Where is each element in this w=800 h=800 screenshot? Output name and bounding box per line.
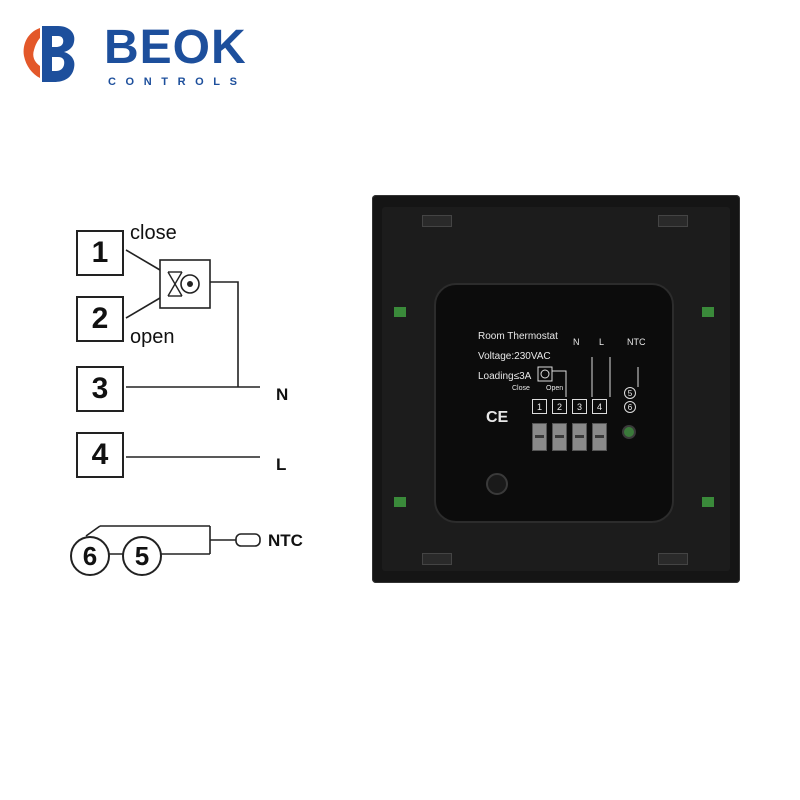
sensor-connector — [622, 425, 636, 439]
ntc-probe-icon — [235, 533, 261, 547]
module-label-open: Open — [546, 385, 564, 392]
terminal-box-1: 1 — [76, 230, 124, 276]
wiring-lines — [85, 249, 261, 555]
sensor-pin-6: 6 — [70, 536, 110, 576]
module-label-l: L — [599, 337, 605, 347]
mounting-clip — [422, 553, 452, 565]
beok-logo-icon — [23, 26, 75, 82]
terminal-module: Room Thermostat Voltage:230VAC Loading≤3… — [434, 283, 674, 523]
mounting-clip — [658, 553, 688, 565]
module-terminal-2: 2 — [552, 399, 567, 414]
module-sensor-pin-6: 6 — [624, 401, 636, 413]
module-label-close: Close — [512, 385, 530, 392]
valve-actuator-icon — [159, 259, 211, 309]
ce-mark: CE — [486, 409, 509, 426]
terminal-screw — [552, 423, 567, 451]
terminal-box-4: 4 — [76, 432, 124, 478]
label-ntc: NTC — [268, 531, 303, 550]
terminal-screw — [572, 423, 587, 451]
wiring-diagram: 1 2 3 4 close open N L NTC 6 5 — [0, 200, 340, 600]
green-latch — [394, 307, 406, 317]
module-terminal-3: 3 — [572, 399, 587, 414]
terminal-screw — [532, 423, 547, 451]
logo-wordmark: BEOK — [104, 21, 247, 74]
label-l: L — [276, 455, 287, 474]
module-terminal-4: 4 — [592, 399, 607, 414]
module-sensor-pin-5: 5 — [624, 387, 636, 399]
label-close: close — [130, 222, 177, 244]
mounting-clip — [422, 215, 452, 227]
logo-tagline: CONTROLS — [108, 76, 247, 88]
green-latch — [394, 497, 406, 507]
sensor-pin-5: 5 — [122, 536, 162, 576]
module-wiring-lines — [537, 357, 639, 397]
terminal-screw — [592, 423, 607, 451]
label-open: open — [130, 326, 175, 348]
module-title: Room Thermostat — [478, 331, 558, 342]
green-latch — [702, 307, 714, 317]
reset-button — [486, 473, 508, 495]
module-label-ntc: NTC — [627, 337, 646, 347]
module-voltage: Voltage:230VAC — [478, 351, 551, 362]
mounting-clip — [658, 215, 688, 227]
module-terminal-1: 1 — [532, 399, 547, 414]
green-latch — [702, 497, 714, 507]
terminal-box-2: 2 — [76, 296, 124, 342]
terminal-box-3: 3 — [76, 366, 124, 412]
module-label-n: N — [573, 337, 580, 347]
thermostat-back-photo: Room Thermostat Voltage:230VAC Loading≤3… — [372, 195, 740, 583]
brand-logo: BEOK CONTROLS — [18, 20, 258, 90]
label-n: N — [276, 385, 289, 404]
module-loading: Loading≤3A — [478, 371, 532, 382]
